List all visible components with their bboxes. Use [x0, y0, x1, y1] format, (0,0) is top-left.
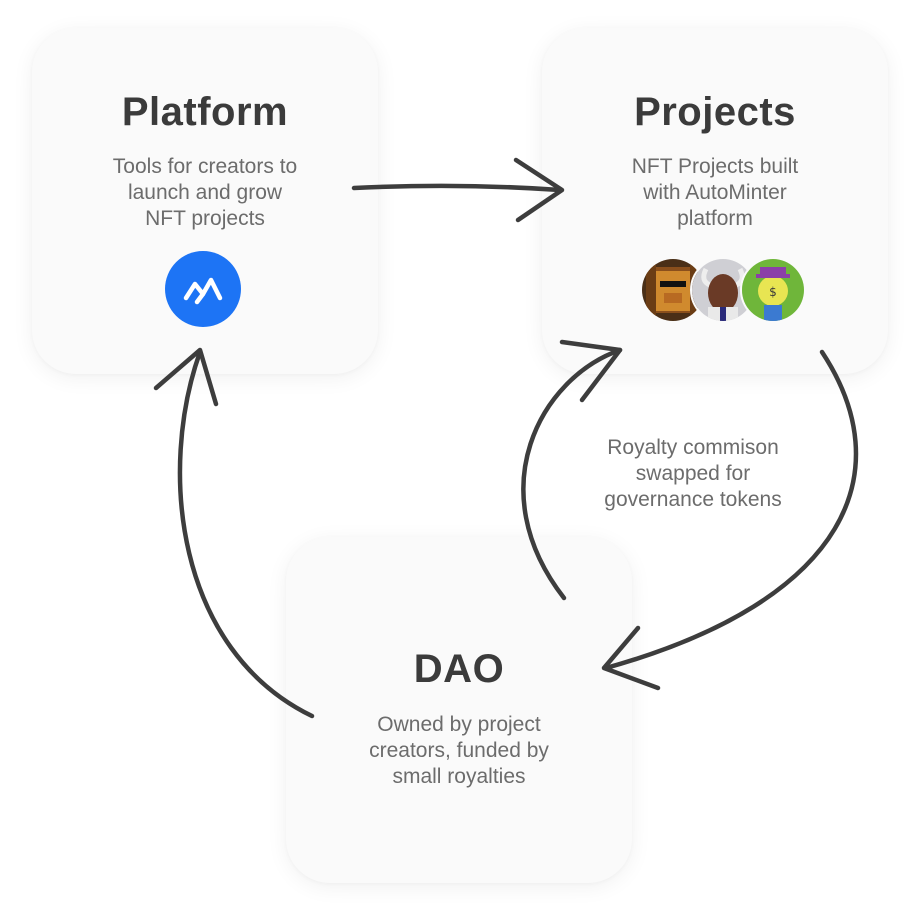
dao-title: DAO [413, 647, 505, 691]
arrow-dao-to-projects [521, 339, 623, 601]
platform-title: Platform [121, 90, 289, 134]
arrow-dao-to-platform [153, 347, 315, 719]
projects-description: NFT Projects built with AutoMinter platf… [631, 155, 799, 230]
dao-description: Owned by project creators, funded by sma… [369, 713, 549, 788]
nft-avatar-group: $ [640, 257, 806, 323]
ape-nft-avatar: $ [740, 257, 806, 323]
projects-title: Projects [634, 90, 796, 134]
autominter-logo-icon [165, 251, 241, 327]
projects-node: Projects NFT Projects built with AutoMin… [542, 28, 888, 374]
royalty-edge-label: Royalty commison swapped for governance … [604, 436, 782, 511]
platform-description: Tools for creators to launch and grow NF… [112, 155, 298, 230]
arrow-platform-to-projects [351, 157, 565, 223]
dao-node: DAO Owned by project creators, funded by… [286, 537, 632, 883]
svg-text:$: $ [769, 285, 777, 299]
platform-node: Platform Tools for creators to launch an… [32, 28, 378, 374]
arrow-projects-to-dao [601, 349, 859, 691]
